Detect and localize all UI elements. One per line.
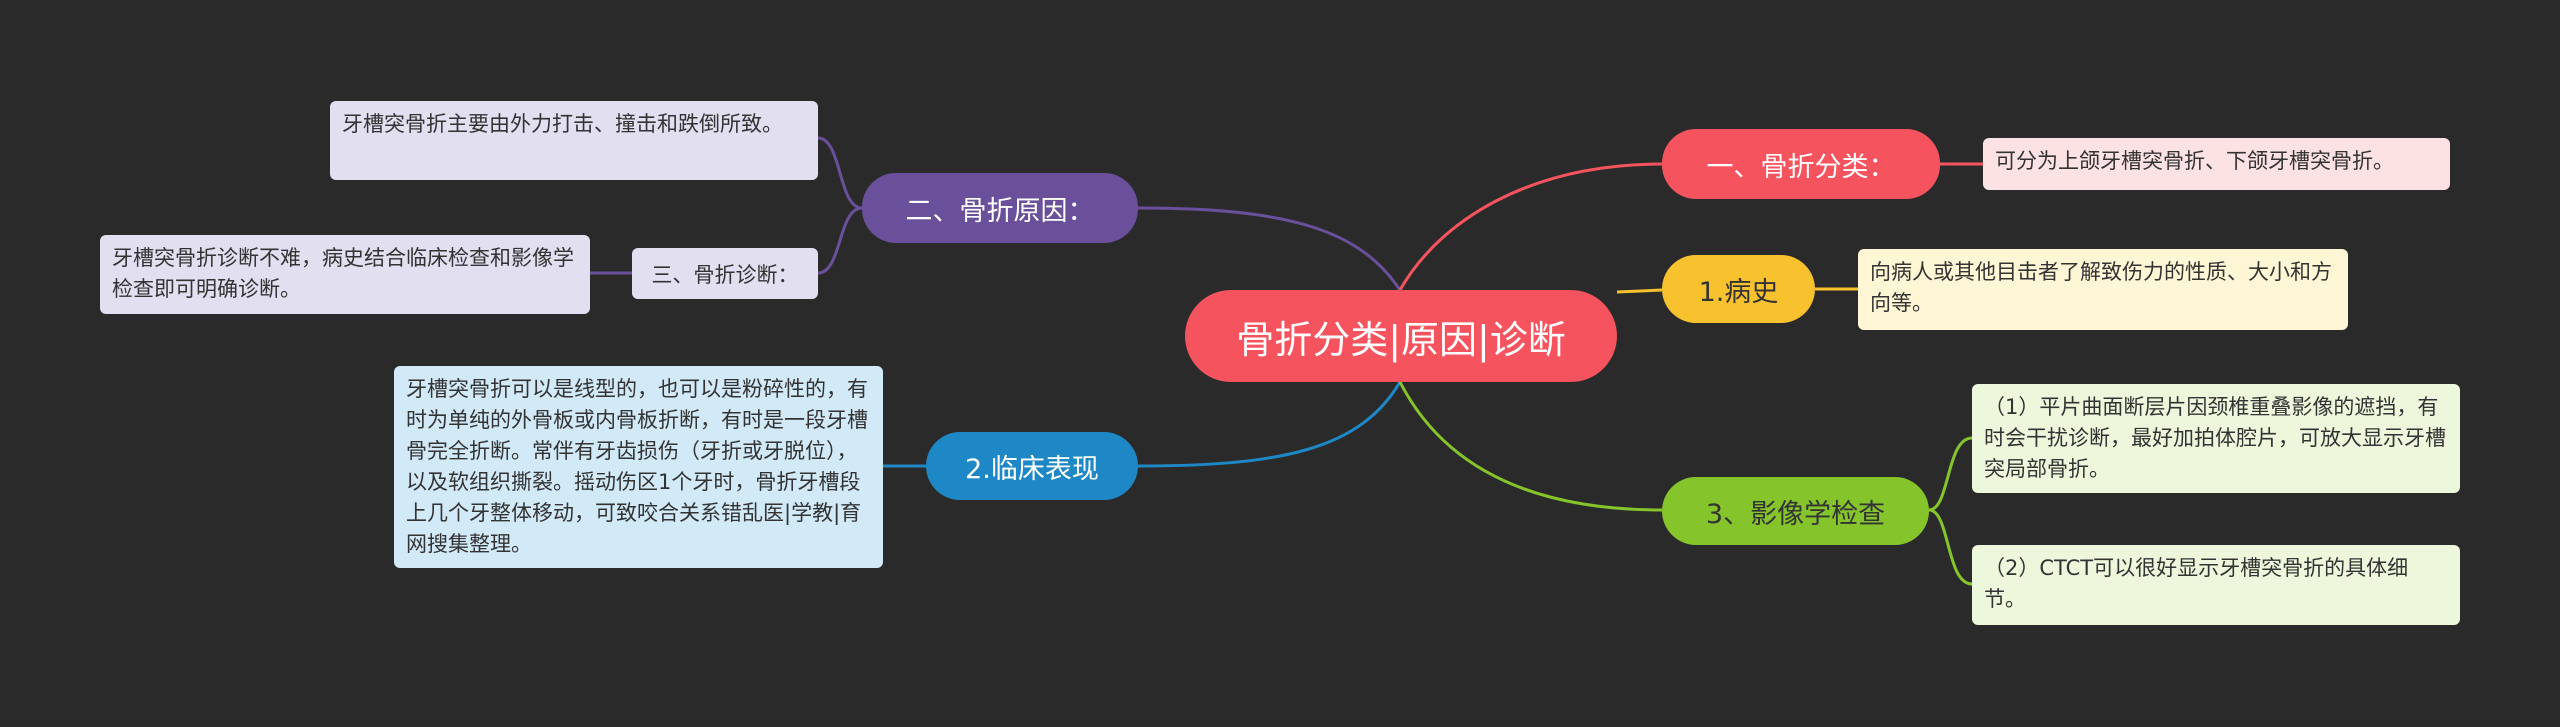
leaf-clinical-text[interactable]: 牙槽突骨折可以是线型的，也可以是粉碎性的，有时为单纯的外骨板或内骨板折断，有时是… xyxy=(394,366,883,568)
link-imaging-leaf2 xyxy=(1928,508,1973,586)
branch-classification[interactable]: 一、骨折分类： xyxy=(1662,129,1940,199)
link-root-cause xyxy=(1137,206,1402,291)
link-cause-leaf xyxy=(817,136,863,210)
leaf-imaging-text-2[interactable]: （2）CTCT可以很好显示牙槽突骨折的具体细节。 xyxy=(1972,545,2460,625)
link-root-clinical xyxy=(1137,381,1402,468)
branch-imaging[interactable]: 3、影像学检查 xyxy=(1662,477,1929,545)
link-root-classification xyxy=(1398,162,1663,291)
sub-branch-diagnosis[interactable]: 三、骨折诊断： xyxy=(632,248,818,299)
root-topic[interactable]: 骨折分类|原因|诊断 xyxy=(1185,290,1617,382)
link-cause-diagnosis xyxy=(817,206,863,275)
link-root-imaging xyxy=(1398,381,1663,512)
leaf-classification-text[interactable]: 可分为上颌牙槽突骨折、下颌牙槽突骨折。 xyxy=(1983,138,2450,190)
leaf-imaging-text-1[interactable]: （1）平片曲面断层片因颈椎重叠影像的遮挡，有时会干扰诊断，最好加拍体腔片，可放大… xyxy=(1972,384,2460,493)
leaf-history-text[interactable]: 向病人或其他目击者了解致伤力的性质、大小和方向等。 xyxy=(1858,249,2348,330)
link-root-history xyxy=(1616,288,1663,294)
branch-cause[interactable]: 二、骨折原因： xyxy=(862,173,1138,243)
link-imaging-leaf1 xyxy=(1928,436,1973,512)
branch-history[interactable]: 1.病史 xyxy=(1662,255,1815,323)
leaf-diagnosis-text[interactable]: 牙槽突骨折诊断不难，病史结合临床检查和影像学检查即可明确诊断。 xyxy=(100,235,590,314)
branch-clinical[interactable]: 2.临床表现 xyxy=(926,432,1138,500)
leaf-cause-text[interactable]: 牙槽突骨折主要由外力打击、撞击和跌倒所致。 xyxy=(330,101,818,180)
